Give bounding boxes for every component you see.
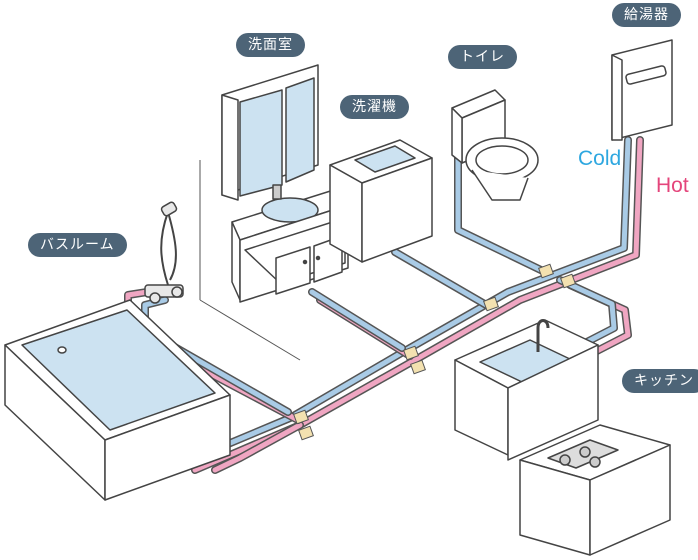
label-washroom: 洗面室 [236, 33, 305, 57]
label-water-heater: 給湯器 [612, 3, 681, 27]
water-heater [611, 39, 673, 141]
label-hot: Hot [656, 174, 689, 197]
label-bathroom: バスルーム [28, 233, 127, 257]
bathtub [4, 299, 231, 501]
label-cold: Cold [578, 147, 622, 170]
label-washing-machine: 洗濯機 [340, 95, 409, 119]
pipe-joints [293, 263, 576, 441]
toilet [451, 89, 539, 201]
label-toilet: トイレ [448, 45, 517, 69]
washing-machine [329, 139, 433, 263]
pipe-network [124, 116, 644, 474]
shower-faucet [144, 201, 184, 304]
wall-corner [199, 160, 301, 361]
label-kitchen: キッチン [622, 369, 698, 393]
kitchen-counter [454, 319, 671, 556]
vanity [221, 64, 349, 303]
